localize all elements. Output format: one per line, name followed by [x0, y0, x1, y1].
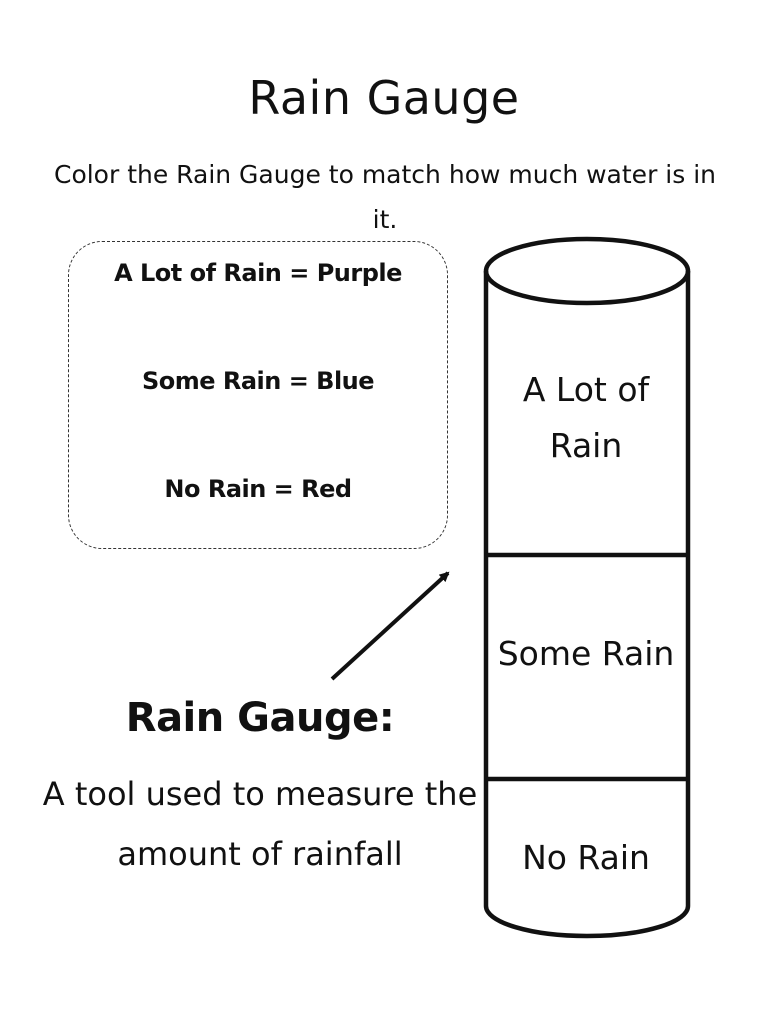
key-red: No Rain = Red	[164, 475, 352, 503]
definition-text: A tool used to measure the amount of rai…	[42, 775, 478, 873]
definition-heading: Rain Gauge:	[125, 695, 395, 741]
gauge-label-some-rain: Some Rain	[497, 634, 675, 673]
arrow	[330, 571, 450, 681]
gauge-top-opening	[483, 236, 691, 306]
gauge-label-a-lot-of-rain: A Lot of Rain	[522, 370, 650, 465]
gauge-body	[483, 271, 691, 939]
gauge-label-no-rain: No Rain	[522, 838, 650, 877]
instructions-text: Color the Rain Gauge to match how much w…	[53, 160, 716, 234]
key-purple: A Lot of Rain = Purple	[114, 259, 402, 287]
key-blue: Some Rain = Blue	[141, 367, 375, 395]
page-title: Rain Gauge	[248, 71, 520, 125]
color-key-box: A Lot of Rain = Purple Some Rain = Blue …	[68, 241, 448, 549]
